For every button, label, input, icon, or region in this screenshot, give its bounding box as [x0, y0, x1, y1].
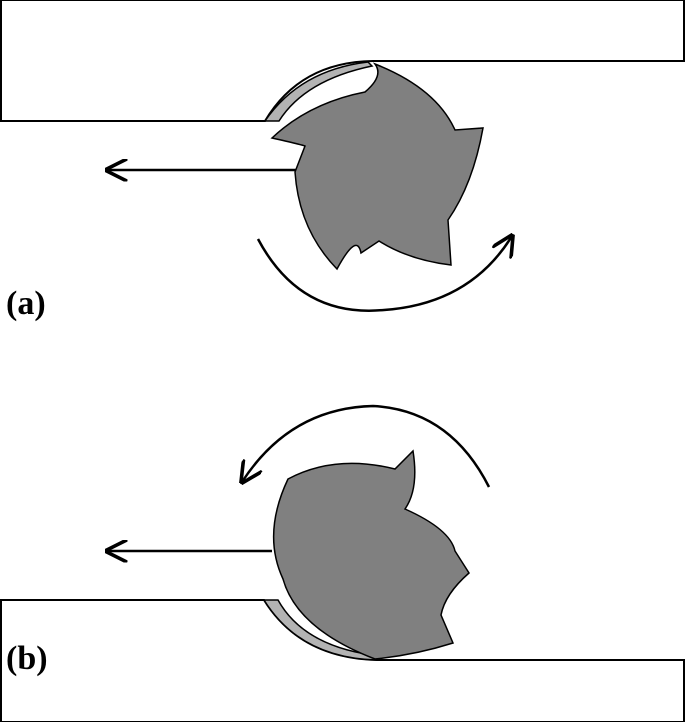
panel-a: (a) [0, 0, 685, 322]
cutter-body-a [270, 62, 484, 271]
panel-label-b: (b) [6, 640, 48, 677]
rotation-arrow-b [242, 404, 491, 488]
cutter-a [270, 62, 484, 271]
cutter-b [272, 449, 470, 660]
rotation-arrow-a [256, 236, 512, 312]
chip-a [263, 61, 374, 122]
panel-b: (b) [0, 404, 685, 722]
panel-label-a: (a) [6, 285, 46, 322]
cutter-body-b [272, 449, 470, 660]
